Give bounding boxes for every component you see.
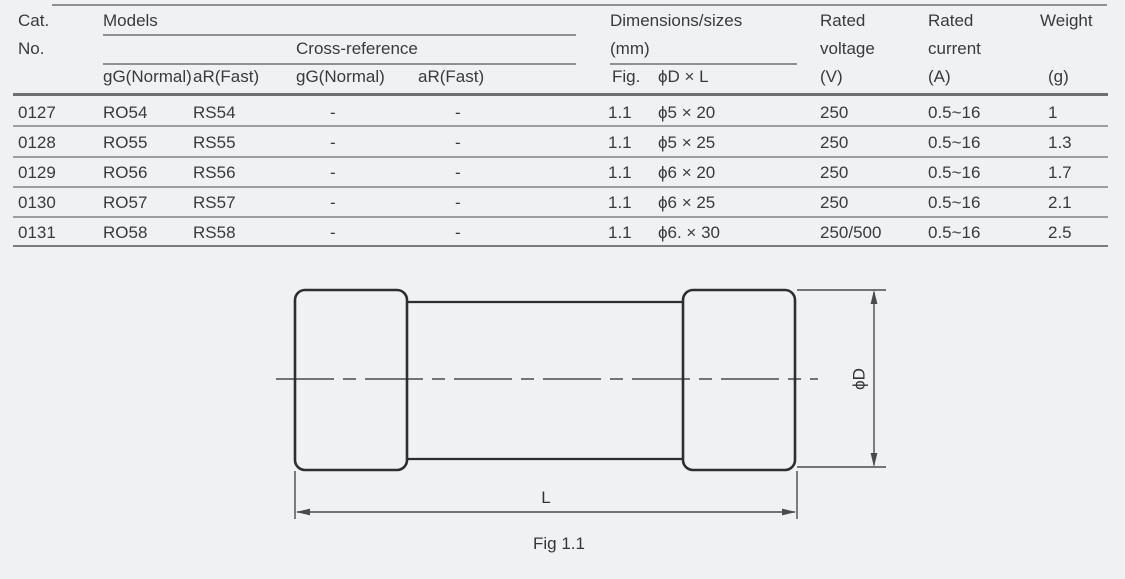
subheader-models-ar: aR(Fast)	[193, 67, 260, 86]
fuse-right-cap	[681, 288, 797, 472]
cell-cat: 0129	[18, 163, 56, 182]
subheader-voltage-unit: (V)	[820, 67, 843, 86]
cell-fig: 1.1	[608, 133, 632, 152]
cell-xgg: -	[330, 133, 336, 152]
table-top-rule	[52, 4, 1107, 6]
diameter-label: ϕD	[849, 368, 868, 390]
cell-amp: 0.5~16	[928, 103, 981, 122]
models-underline	[103, 34, 576, 36]
col-header-cat: Cat.	[18, 11, 50, 30]
cell-amp: 0.5~16	[928, 163, 981, 182]
row-divider	[13, 125, 1108, 127]
cell-xgg: -	[330, 163, 336, 182]
col-header-voltage: voltage	[820, 39, 875, 58]
cell-cat: 0127	[18, 103, 56, 122]
cell-cat: 0131	[18, 223, 56, 242]
cell-ar: RS55	[193, 133, 236, 152]
arrow-down-icon	[870, 453, 878, 467]
row-divider	[13, 156, 1108, 158]
cell-gg: RO55	[103, 133, 148, 152]
cell-fig: 1.1	[608, 163, 632, 182]
cell-xgg: -	[330, 223, 336, 242]
cross-reference-underline	[103, 63, 576, 65]
col-header-rated-voltage: Rated	[820, 11, 866, 30]
cell-ar: RS54	[193, 103, 236, 122]
arrow-left-icon	[296, 508, 310, 516]
cell-weight: 2.5	[1048, 223, 1072, 242]
cell-xgg: -	[330, 193, 336, 212]
fuse-left-cap	[293, 288, 409, 472]
cell-amp: 0.5~16	[928, 133, 981, 152]
subheader-weight-unit: (g)	[1048, 67, 1069, 86]
cell-gg: RO57	[103, 193, 148, 212]
subheader-cross-ar: aR(Fast)	[418, 67, 485, 86]
cell-weight: 1	[1048, 103, 1058, 122]
subheader-current-unit: (A)	[928, 67, 951, 86]
cell-cat: 0128	[18, 133, 56, 152]
col-header-dimensions-unit: (mm)	[610, 39, 650, 58]
cell-dxl: ϕ5 × 25	[658, 133, 716, 152]
cell-xar: -	[455, 133, 461, 152]
col-header-rated-current: Rated	[928, 11, 974, 30]
subheader-cross-gg: gG(Normal)	[296, 67, 385, 86]
cell-volt: 250	[820, 193, 849, 212]
arrow-up-icon	[870, 290, 878, 304]
col-header-current: current	[928, 39, 981, 58]
cell-xar: -	[455, 163, 461, 182]
cell-weight: 2.1	[1048, 193, 1072, 212]
header-bottom-rule	[13, 93, 1108, 96]
cell-fig: 1.1	[608, 193, 632, 212]
cell-gg: RO58	[103, 223, 148, 242]
cell-ar: RS56	[193, 163, 236, 182]
col-header-dimensions: Dimensions/sizes	[610, 11, 743, 30]
cell-volt: 250/500	[820, 223, 882, 242]
dimensions-underline	[610, 63, 797, 65]
cell-fig: 1.1	[608, 103, 632, 122]
subheader-dxl: ϕD × L	[658, 67, 709, 86]
cell-weight: 1.7	[1048, 163, 1072, 182]
cell-weight: 1.3	[1048, 133, 1072, 152]
cell-xar: -	[455, 193, 461, 212]
cell-dxl: ϕ6 × 25	[658, 193, 716, 212]
cell-volt: 250	[820, 103, 849, 122]
cell-ar: RS57	[193, 193, 236, 212]
cell-xar: -	[455, 223, 461, 242]
cell-xgg: -	[330, 103, 336, 122]
cell-dxl: ϕ5 × 20	[658, 103, 716, 122]
cell-volt: 250	[820, 163, 849, 182]
row-divider	[13, 186, 1108, 188]
cell-fig: 1.1	[608, 223, 632, 242]
row-divider	[13, 216, 1108, 218]
subheader-models-gg: gG(Normal)	[103, 67, 192, 86]
figure-caption: Fig 1.1	[533, 534, 585, 553]
cell-xar: -	[455, 103, 461, 122]
cell-dxl: ϕ6 × 20	[658, 163, 716, 182]
cell-amp: 0.5~16	[928, 223, 981, 242]
table-bottom-rule	[13, 245, 1108, 247]
length-label: L	[541, 488, 550, 507]
cell-gg: RO54	[103, 103, 148, 122]
cell-gg: RO56	[103, 163, 148, 182]
arrow-right-icon	[782, 508, 796, 516]
cell-cat: 0130	[18, 193, 56, 212]
col-header-cross-reference: Cross-reference	[296, 39, 418, 58]
cell-volt: 250	[820, 133, 849, 152]
col-header-cat-no: No.	[18, 39, 45, 58]
col-header-weight: Weight	[1040, 11, 1093, 30]
col-header-models: Models	[103, 11, 158, 30]
cell-dxl: ϕ6. × 30	[658, 223, 720, 242]
cell-ar: RS58	[193, 223, 236, 242]
cell-amp: 0.5~16	[928, 193, 981, 212]
subheader-fig: Fig.	[612, 67, 641, 86]
